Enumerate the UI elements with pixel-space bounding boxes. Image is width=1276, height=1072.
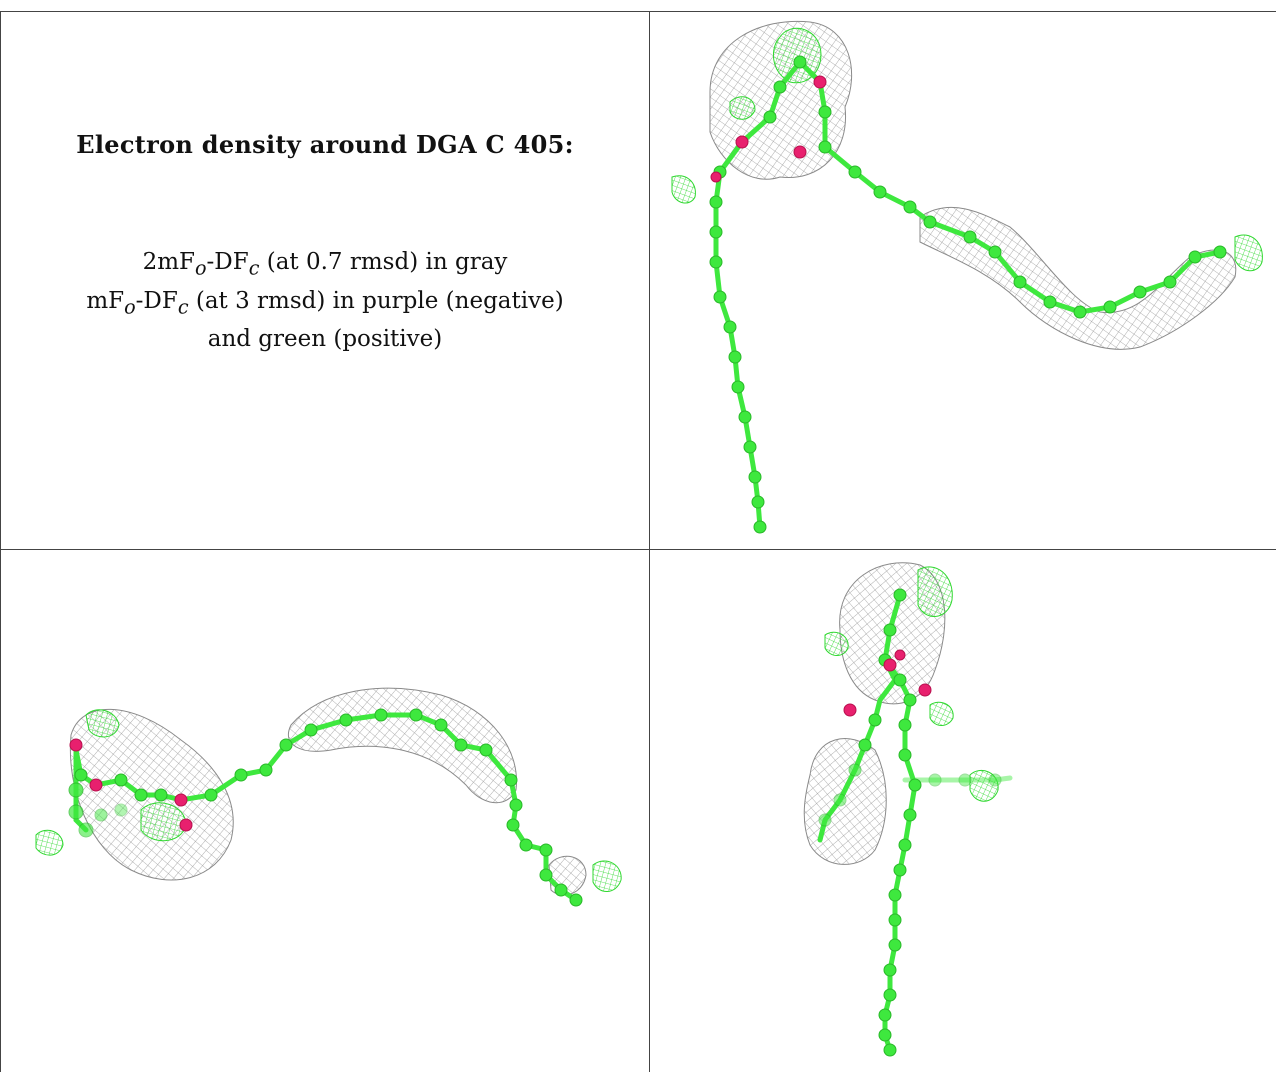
atoms — [68, 708, 583, 907]
positive-density — [592, 860, 622, 892]
atoms — [709, 55, 1227, 534]
molecule-render — [803, 562, 1013, 1057]
molecule-view-top-right — [650, 12, 1276, 549]
positive-density — [917, 566, 953, 617]
density-mesh — [919, 206, 1237, 350]
table-border-top — [0, 11, 1276, 12]
molecule-render — [671, 20, 1263, 534]
caption-legend: 2mFo-DFc (at 0.7 rmsd) in gray mFo-DFc (… — [10, 246, 640, 356]
molecule-view-bottom-right — [650, 550, 1276, 1072]
caption-cell: Electron density around DGA C 405: 2mFo-… — [10, 0, 640, 545]
positive-density — [1234, 234, 1263, 272]
positive-density — [929, 701, 954, 726]
caption-title: Electron density around DGA C 405: — [76, 130, 574, 159]
table-border-left — [0, 11, 1, 1072]
table-divider-horizontal — [0, 549, 1276, 550]
table-divider-vertical — [649, 11, 650, 1072]
positive-density — [35, 829, 64, 856]
density-mesh — [548, 855, 587, 896]
molecule-view-bottom-left — [1, 550, 649, 1072]
legend-line-fofc: mFo-DFc (at 3 rmsd) in purple (negative) — [86, 287, 564, 319]
positive-density — [824, 631, 849, 656]
positive-density — [85, 709, 120, 738]
positive-density — [969, 770, 999, 802]
legend-line-colors: and green (positive) — [207, 326, 443, 353]
legend-line-2fofc: 2mFo-DFc (at 0.7 rmsd) in gray — [142, 249, 508, 280]
positive-density — [729, 96, 756, 120]
positive-density — [671, 175, 696, 204]
atoms — [818, 588, 1002, 1057]
molecule-render — [35, 687, 622, 907]
